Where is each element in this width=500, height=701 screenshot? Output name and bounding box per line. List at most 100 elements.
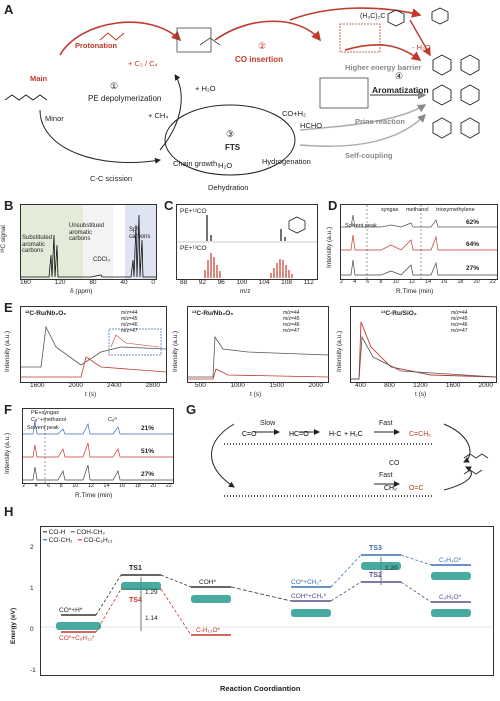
c-xtick: 100 [236, 279, 248, 286]
svg-text:CH₂: CH₂ [384, 485, 397, 492]
panel-d-plot: syngas methanol trioxymethylene Solvent … [340, 204, 498, 280]
h-v120: 1.20 [385, 565, 398, 572]
g-fast2-label: Fast [379, 472, 393, 479]
e2-xticks: 500 1000 1500 2000 [195, 382, 323, 389]
f-xtick: 18 [134, 483, 141, 489]
panel-b: B Substituted aromatic carbons Unsubstit… [0, 198, 160, 298]
e3-ylabel: Intensity (a.u.) [336, 330, 343, 372]
panel-c-label: C [164, 198, 174, 213]
f-xtick: 20 [150, 483, 157, 489]
b-ylabel: ¹³C signal [0, 225, 7, 253]
h-c2h3o-b: C₂H₃O* [439, 594, 462, 601]
f-pct-3: 27% [141, 471, 155, 478]
higher-barrier-label: Higher energy barrier [345, 63, 422, 72]
c3c4-label: + C₃ / C₄ [128, 59, 158, 68]
h-coch2: CO*+CH₂* [291, 579, 322, 586]
b-unsubst-label: Unsubstitued aromatic carbons [69, 223, 105, 243]
e3-xtick: 400 [355, 382, 366, 389]
e2-xtick: 1500 [269, 382, 284, 389]
e3-plot: ¹³C-Ru/SiO₂ m/z=44 m/z=45 m/z=46 m/z=47 [350, 306, 497, 383]
c-top-label: PE+¹²CO [180, 208, 207, 215]
e2-title: ¹³C-Ru/Nb₂O₅ [192, 310, 234, 317]
hydrogenation-label: Hydrogenation [262, 157, 311, 166]
d-pct-1: 62% [466, 219, 480, 226]
self-coupling-label: Self-coupling [345, 151, 393, 160]
d-xtick: 22 [489, 279, 496, 285]
co-insertion-label: CO insertion [235, 55, 284, 64]
panel-c: C [162, 198, 322, 298]
f-xlabel: R.Time (min) [75, 492, 113, 499]
e2-xtick: 1000 [230, 382, 245, 389]
e3-legend: m/z=44 m/z=45 m/z=46 m/z=47 [451, 310, 468, 334]
d-xtick: 6 [366, 279, 370, 285]
h-ts1: TS1 [129, 565, 142, 572]
g-co-label: CO [389, 460, 400, 467]
h-ytick: 2 [30, 544, 34, 551]
h3c2c-label: (H₃C)₂C [360, 13, 386, 20]
e2-legend-46: m/z=46 [283, 322, 300, 328]
c-xtick: 88 [180, 279, 188, 286]
e3-curves [351, 321, 496, 380]
g-fast1-label: Fast [379, 420, 393, 427]
c-xtick: 104 [258, 279, 270, 286]
panel-b-label: B [4, 198, 14, 213]
e2-legend: m/z=44 m/z=45 m/z=46 m/z=47 [283, 310, 300, 334]
svg-text:+ H₂C: + H₂C [344, 431, 363, 438]
f-legend: PE+syngas C₈⁺+methanol [31, 410, 66, 424]
e2-xlabel: t (s) [250, 391, 262, 398]
panel-h: H [0, 504, 500, 701]
pe-depoly-label: PE depolymerization [88, 94, 162, 103]
d-xtick: 4 [353, 279, 357, 285]
svg-text:O=C: O=C [409, 485, 424, 492]
panel-e: E ¹²C-Ru/Nb₂O₅ m/z=44 m/z=45 m/z=46 m/z=… [0, 300, 500, 400]
h-cohch2: COH*+CH₂* [291, 593, 327, 600]
d-xtick: 12 [408, 279, 415, 285]
d-legend-syngas: syngas [381, 207, 399, 213]
e3-legend-47: m/z=47 [451, 328, 468, 334]
d-legend: syngas methanol trioxymethylene [381, 207, 475, 213]
chain-growth-label: Chain growth [173, 159, 218, 168]
step4-label: ④ [395, 71, 404, 81]
protonation-label: Protonation [75, 41, 118, 50]
e1-xtick: 2400 [107, 382, 122, 389]
e1-legend-46: m/z=46 [121, 322, 138, 328]
f-xtick: 6 [47, 483, 51, 489]
cc-scission-label: C-C scission [90, 174, 133, 183]
h-ylabel: Energy (eV) [10, 607, 17, 644]
panel-b-plot: Substituted aromatic carbons Unsubstitue… [20, 204, 157, 280]
panel-h-plot: ━ CO-H ━ COH-CH₂ ━ CO-CH₂ ━ CO-C₆H₁₃ TS1… [40, 526, 494, 676]
svg-text:C=O: C=O [242, 431, 257, 438]
e3-xtick: 800 [384, 382, 395, 389]
h-ytick: -1 [30, 667, 36, 674]
e2-legend-44: m/z=44 [283, 310, 300, 316]
e2-xtick: 2000 [308, 382, 323, 389]
c-spectrum [177, 215, 317, 278]
b-xticks: 160 120 80 40 0 [20, 279, 155, 286]
c-xticks: 88 92 96 100 104 108 112 [180, 279, 314, 286]
e3-legend-44: m/z=44 [451, 310, 468, 316]
panel-f-label: F [4, 402, 12, 417]
e3-xtick: 1200 [413, 382, 428, 389]
step3-label: ③ [226, 129, 235, 139]
f-xtick: 4 [34, 483, 38, 489]
h-xlabel: Reaction Coordiantion [220, 684, 301, 693]
e1-curves [21, 325, 166, 378]
aromatization-label: Aromatization [372, 85, 429, 95]
f-legend-1: PE+syngas [31, 410, 59, 416]
b-xlabel: δ (ppm) [70, 288, 93, 295]
panel-d-label: D [328, 198, 338, 213]
e3-xlabel: t (s) [415, 391, 427, 398]
f-pct-1: 21% [141, 425, 155, 432]
f-pct-2: 51% [141, 448, 155, 455]
panel-g: G C=O HC=O H-C + H₂C C=CHₓ CH₂ O=C Slow … [184, 402, 500, 502]
e2-legend-45: m/z=45 [283, 316, 300, 322]
c-bottom-label: PE+¹³CO [180, 245, 207, 252]
e2-legend-47: m/z=47 [283, 328, 300, 334]
f-xtick: 22 [165, 483, 172, 489]
h-ts2: TS2 [369, 572, 382, 579]
d-chromatogram [341, 205, 497, 279]
fts-label: FTS [225, 143, 241, 152]
e2-ylabel: Intensity (a.u.) [172, 330, 179, 372]
e1-legend-45: m/z=45 [121, 316, 138, 322]
d-ylabel: Intensity (a.u.) [326, 226, 333, 268]
